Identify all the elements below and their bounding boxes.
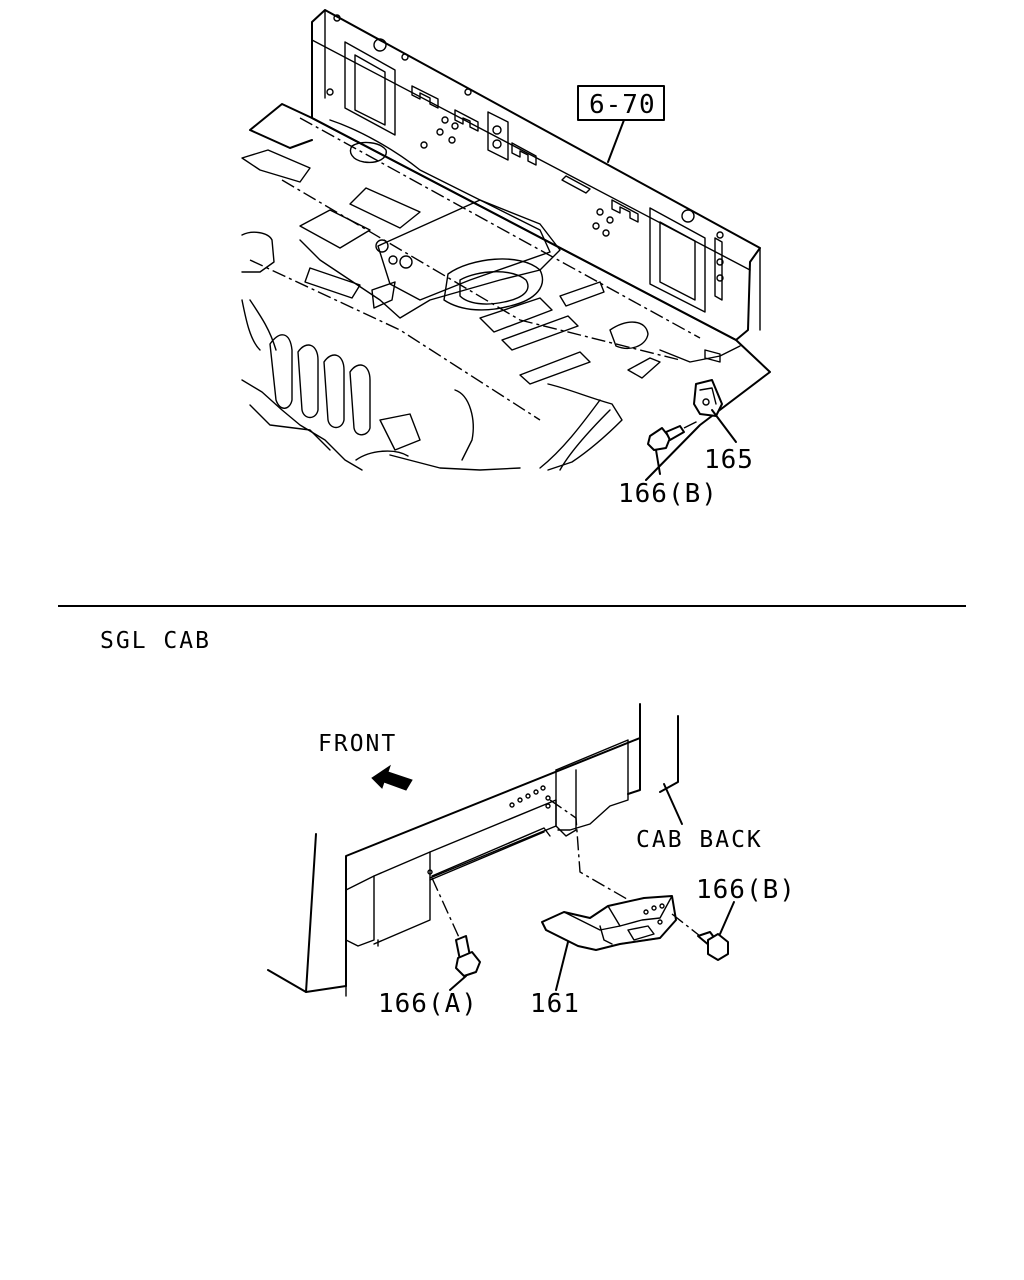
part-166a-bolt: 166(A) [378, 935, 481, 1019]
part-165-bracket: 165 [693, 379, 754, 475]
reference-label: 6-70 [589, 90, 656, 120]
part-166b-label-bottom: 166(B) [696, 875, 796, 905]
top-floor-panel-drawing [241, 9, 771, 481]
reference-box-6-70: 6-70 [577, 85, 665, 163]
cab-back-callout: CAB BACK [636, 783, 763, 853]
front-arrow-icon [371, 764, 413, 791]
variant-label: SGL CAB [100, 628, 211, 654]
leader-to-bracket [549, 799, 647, 911]
part-166b-bolt-bottom: 166(B) [671, 875, 796, 961]
part-165-label: 165 [704, 445, 754, 475]
part-166b-bolt-top: 166(B) [618, 419, 718, 509]
part-166b-label-top: 166(B) [618, 479, 718, 509]
part-161-bracket: 161 [530, 895, 677, 1019]
front-direction-indicator: FRONT [318, 731, 413, 791]
leader-to-166a [431, 877, 463, 945]
part-166a-label: 166(A) [378, 989, 478, 1019]
front-label: FRONT [318, 731, 397, 757]
part-161-label: 161 [530, 989, 580, 1019]
cab-back-label: CAB BACK [636, 827, 763, 853]
